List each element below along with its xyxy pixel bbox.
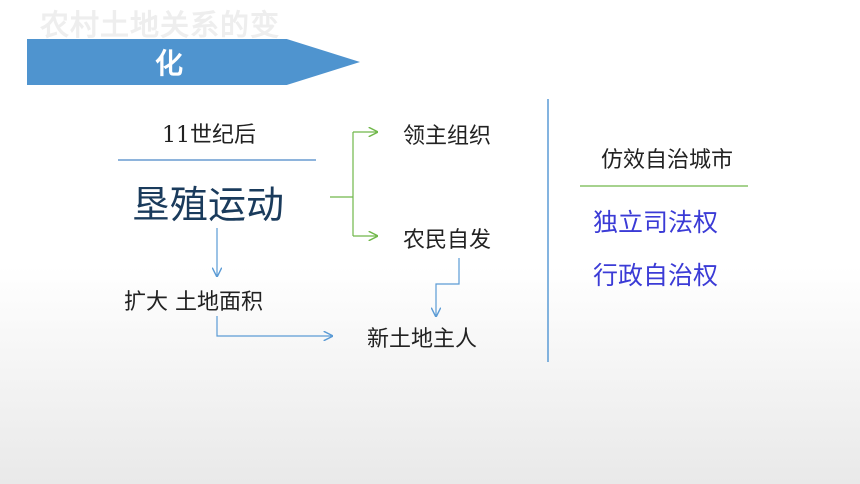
arrow-expand-to-owners — [216, 316, 332, 336]
city-heading: 仿效自治城市 — [600, 148, 733, 173]
branch-connector — [330, 132, 354, 236]
period-label: 11世纪后 — [162, 123, 256, 148]
admin-right: 行政自治权 — [593, 261, 719, 290]
judicial-right: 独立司法权 — [593, 208, 719, 237]
expand-land-label: 扩大 土地面积 — [124, 290, 263, 315]
title-banner-text: 化 — [155, 47, 184, 80]
title-banner-arrow — [27, 39, 360, 85]
new-owners-label: 新土地主人 — [367, 327, 478, 352]
movement-label: 垦殖运动 — [132, 183, 285, 227]
slide-title-ghost: 农村土地关系的变 — [40, 8, 281, 42]
arrow-farmers-to-owners — [436, 258, 460, 316]
farmer-spontaneous-label: 农民自发 — [403, 228, 492, 253]
lord-organized-label: 领主组织 — [403, 124, 492, 149]
